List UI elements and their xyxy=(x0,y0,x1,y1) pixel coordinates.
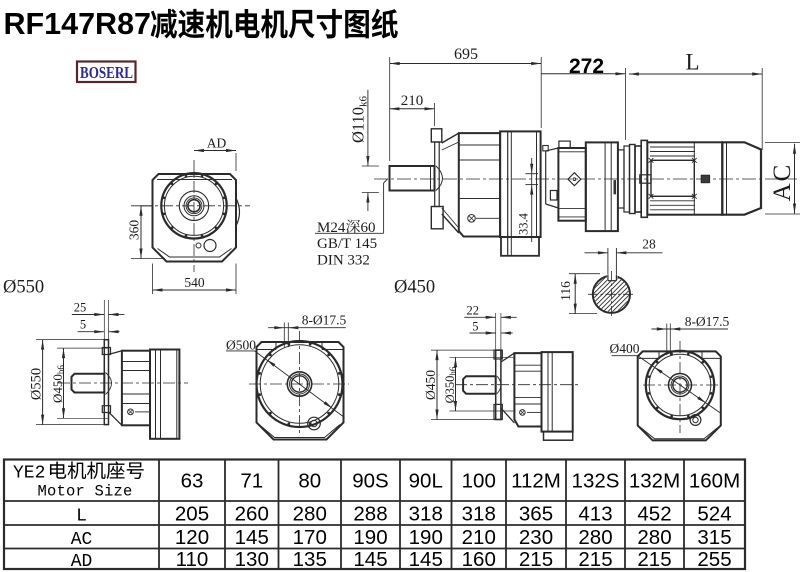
svg-text:YE2: YE2 xyxy=(13,464,45,484)
svg-text:8-Ø17.5: 8-Ø17.5 xyxy=(685,314,730,329)
svg-text:132S: 132S xyxy=(572,470,620,493)
svg-text:132M: 132M xyxy=(629,470,680,493)
svg-text:DIN 332: DIN 332 xyxy=(317,253,370,269)
svg-text:315: 315 xyxy=(697,526,731,549)
svg-text:280: 280 xyxy=(578,526,612,549)
svg-text:Ø550: Ø550 xyxy=(3,278,44,298)
svg-text:BOSERL: BOSERL xyxy=(80,63,133,82)
svg-text:Ø350h6: Ø350h6 xyxy=(443,366,458,403)
svg-text:210: 210 xyxy=(462,526,496,549)
svg-text:60: 60 xyxy=(361,220,376,236)
svg-text:Motor Size: Motor Size xyxy=(37,483,132,501)
svg-text:63: 63 xyxy=(181,470,204,493)
svg-text:190: 190 xyxy=(409,526,443,549)
svg-text:280: 280 xyxy=(637,526,671,549)
svg-text:215: 215 xyxy=(519,548,553,571)
svg-text:AD: AD xyxy=(207,136,227,151)
svg-text:5: 5 xyxy=(80,318,86,332)
svg-text:M24: M24 xyxy=(317,220,346,236)
svg-text:Ø450: Ø450 xyxy=(423,370,438,400)
svg-text:100: 100 xyxy=(462,470,496,493)
svg-text:160M: 160M xyxy=(689,470,740,493)
svg-text:90S: 90S xyxy=(352,470,388,493)
svg-text:288: 288 xyxy=(353,503,387,526)
svg-text:AC: AC xyxy=(71,530,93,550)
svg-text:318: 318 xyxy=(462,503,496,526)
svg-text:Ø450h6: Ø450h6 xyxy=(50,365,66,403)
svg-text:Ø450: Ø450 xyxy=(394,278,435,298)
svg-text:120: 120 xyxy=(175,526,209,549)
svg-text:28: 28 xyxy=(642,237,656,252)
svg-text:Ø400: Ø400 xyxy=(610,341,640,356)
svg-text:25: 25 xyxy=(74,301,87,315)
svg-text:22: 22 xyxy=(466,304,479,318)
svg-text:215: 215 xyxy=(578,548,612,571)
svg-text:80: 80 xyxy=(298,470,321,493)
svg-text:5: 5 xyxy=(472,320,478,334)
svg-text:GB/T 145: GB/T 145 xyxy=(317,236,377,252)
svg-text:135: 135 xyxy=(293,548,327,571)
svg-text:230: 230 xyxy=(519,526,553,549)
svg-text:524: 524 xyxy=(697,503,731,526)
svg-text:130: 130 xyxy=(235,548,269,571)
svg-text:280: 280 xyxy=(293,503,327,526)
svg-text:L: L xyxy=(685,50,699,75)
svg-text:RF147R87: RF147R87 xyxy=(4,7,152,41)
svg-text:145: 145 xyxy=(235,526,269,549)
svg-text:318: 318 xyxy=(409,503,443,526)
svg-text:L: L xyxy=(76,507,87,527)
svg-text:360: 360 xyxy=(127,220,142,241)
svg-text:255: 255 xyxy=(697,548,731,571)
svg-text:170: 170 xyxy=(293,526,327,549)
svg-text:71: 71 xyxy=(240,470,263,493)
svg-text:452: 452 xyxy=(637,503,671,526)
svg-text:205: 205 xyxy=(175,503,209,526)
svg-text:90L: 90L xyxy=(409,470,443,493)
svg-text:260: 260 xyxy=(235,503,269,526)
svg-text:540: 540 xyxy=(184,275,205,290)
svg-text:Ø500: Ø500 xyxy=(226,338,256,353)
svg-text:413: 413 xyxy=(578,503,612,526)
svg-text:210: 210 xyxy=(401,93,424,109)
svg-text:110: 110 xyxy=(176,548,209,571)
svg-text:190: 190 xyxy=(353,526,387,549)
svg-text:145: 145 xyxy=(353,548,387,571)
svg-text:116: 116 xyxy=(558,281,573,301)
svg-text:215: 215 xyxy=(637,548,671,571)
svg-text:Ø550: Ø550 xyxy=(29,368,45,400)
svg-text:145: 145 xyxy=(409,548,443,571)
svg-text:160: 160 xyxy=(462,548,496,571)
svg-text:Ø110k6: Ø110k6 xyxy=(349,95,370,143)
svg-text:AD: AD xyxy=(71,552,93,572)
svg-text:695: 695 xyxy=(454,46,478,63)
svg-text:AC: AC xyxy=(769,163,796,202)
svg-text:112M: 112M xyxy=(511,470,561,493)
svg-text:365: 365 xyxy=(519,503,553,526)
svg-text:33.4: 33.4 xyxy=(517,212,531,235)
svg-text:8-Ø17.5: 8-Ø17.5 xyxy=(302,312,347,327)
svg-text:272: 272 xyxy=(569,55,604,78)
